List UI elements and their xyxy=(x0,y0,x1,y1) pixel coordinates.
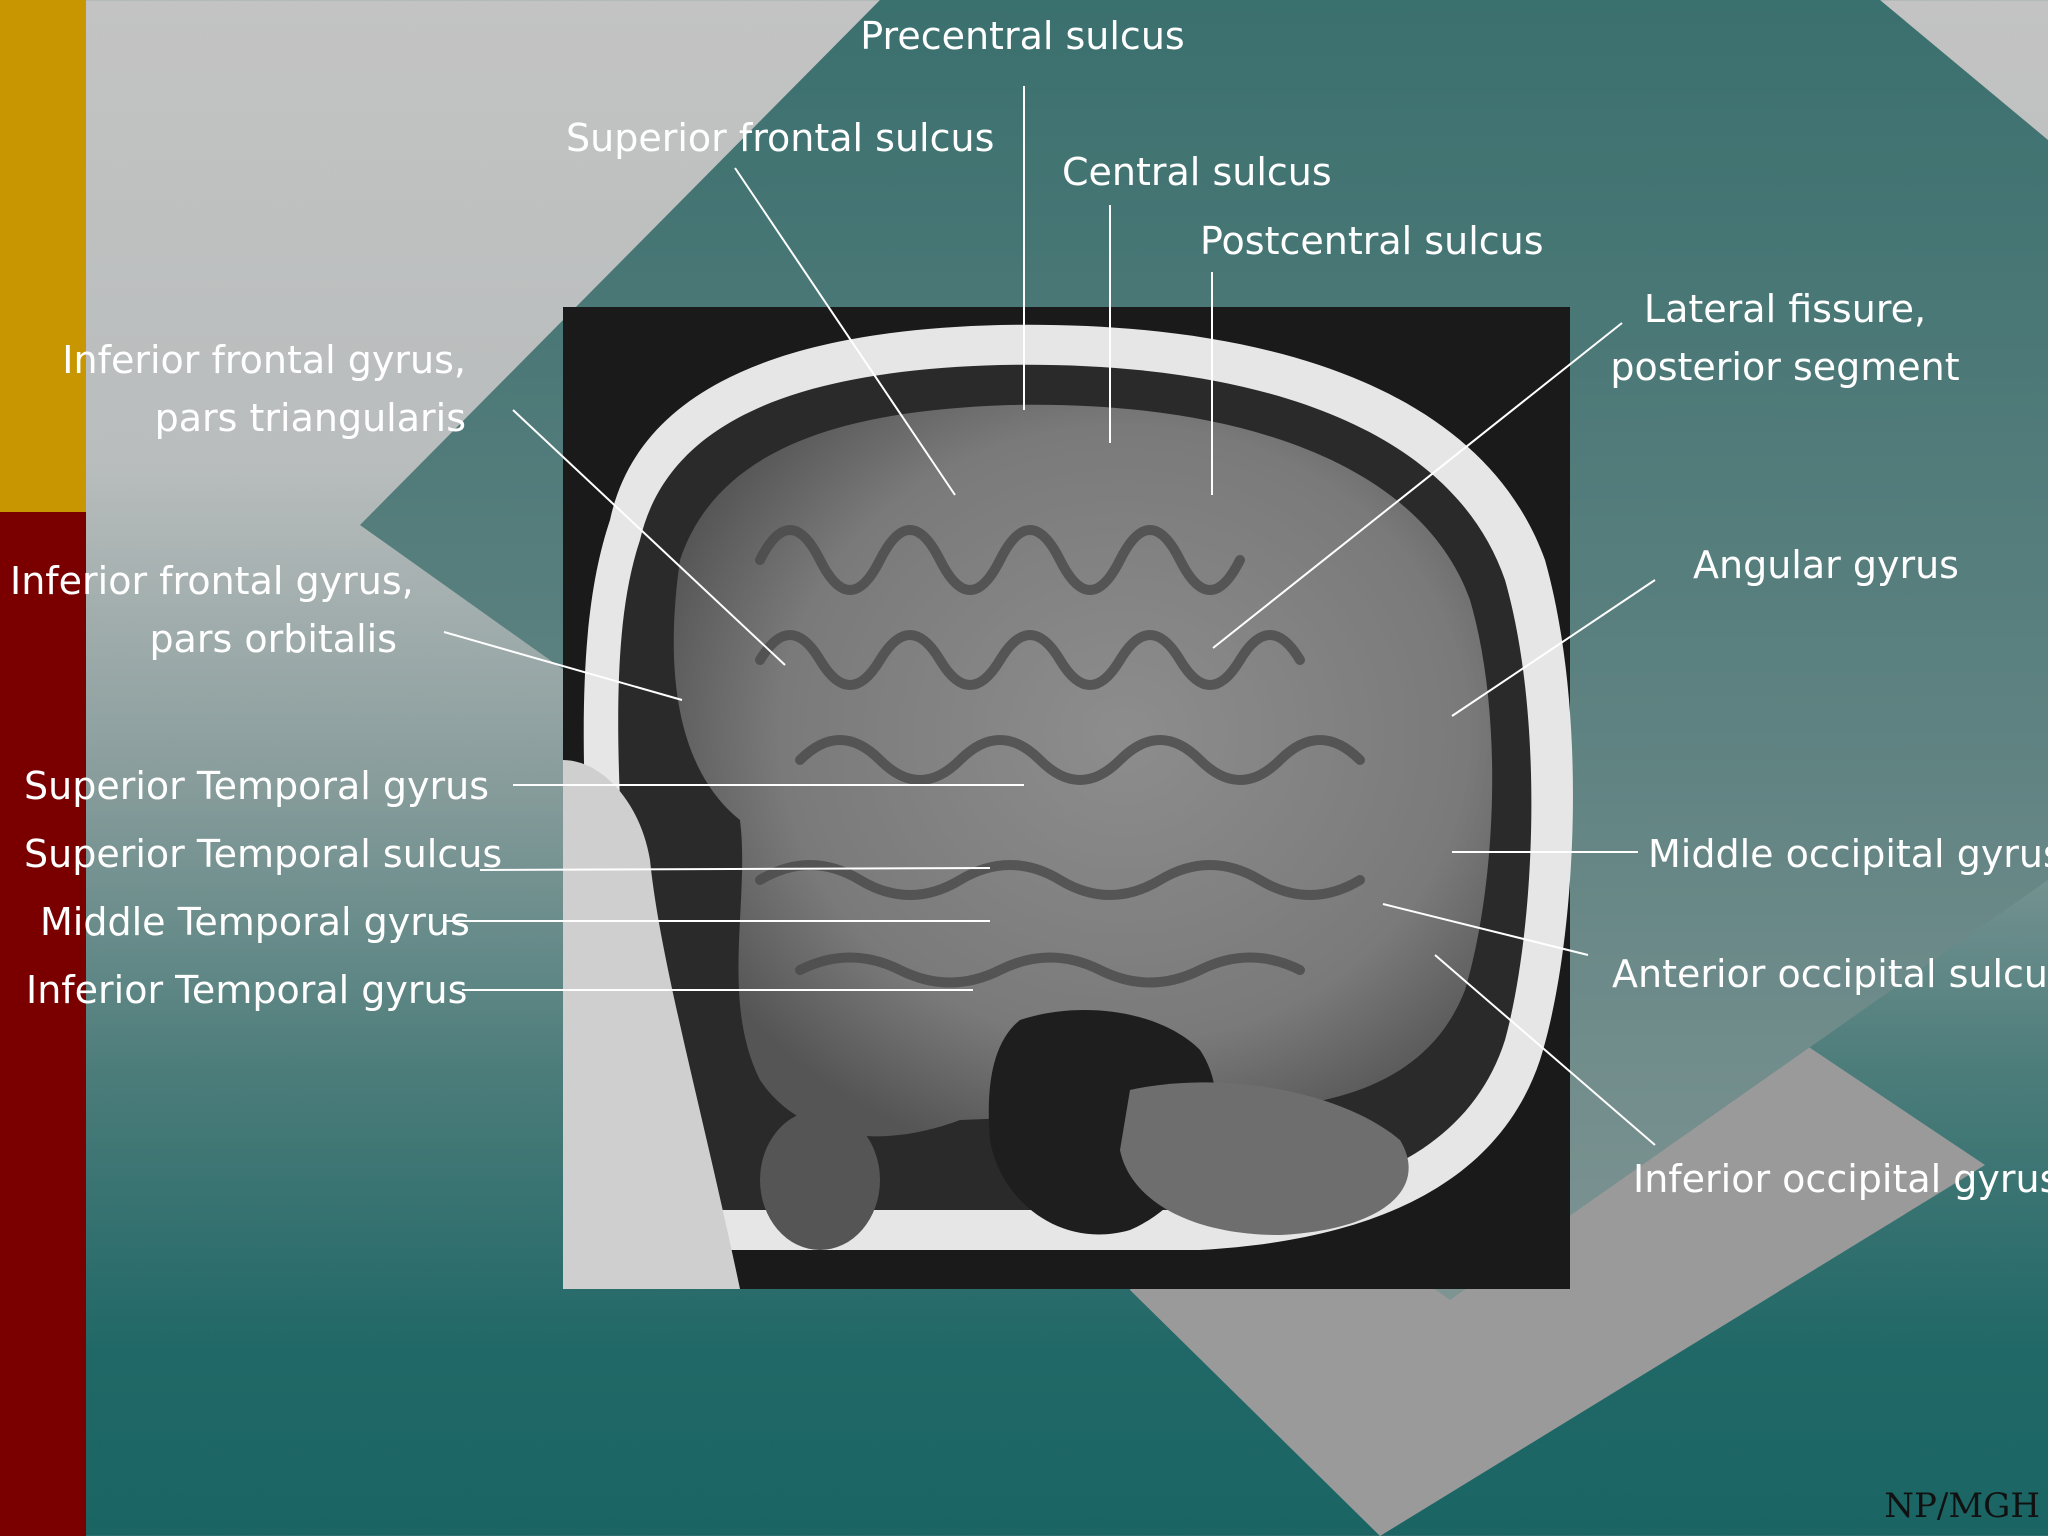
label-middle-occipital-gyrus: Middle occipital gyrus xyxy=(1648,832,2048,876)
label-postcentral-sulcus: Postcentral sulcus xyxy=(1200,219,1544,263)
label-anterior-occipital-sulcus: Anterior occipital sulcus xyxy=(1612,952,2048,996)
label-ifg-orbitalis-line1: Inferior frontal gyrus, xyxy=(10,559,414,603)
leader-angular-gyrus xyxy=(1451,579,1656,717)
label-central-sulcus: Central sulcus xyxy=(1062,150,1332,194)
leader-ifg-triangularis xyxy=(512,409,786,666)
label-ifg-orbitalis: Inferior frontal gyrus, pars orbitalis xyxy=(10,552,414,668)
leader-inferior-occipital-gyrus xyxy=(1434,954,1656,1146)
label-superior-temporal-sulcus: Superior Temporal sulcus xyxy=(24,832,503,876)
label-superior-temporal-gyrus: Superior Temporal gyrus xyxy=(24,764,490,808)
label-inferior-temporal-gyrus: Inferior Temporal gyrus xyxy=(26,968,468,1012)
label-lateral-fissure-line1: Lateral fissure, xyxy=(1643,287,1927,331)
label-angular-gyrus: Angular gyrus xyxy=(1693,543,1959,587)
leader-superior-temporal-sulcus xyxy=(479,867,991,871)
label-precentral-sulcus: Precentral sulcus xyxy=(860,14,1185,58)
leader-superior-frontal-sulcus xyxy=(734,167,956,496)
label-ifg-triangularis: Inferior frontal gyrus, pars triangulari… xyxy=(40,331,466,447)
brain-mri-image xyxy=(563,307,1573,1289)
gold-side-bar xyxy=(0,0,86,512)
label-middle-temporal-gyrus: Middle Temporal gyrus xyxy=(40,900,470,944)
red-side-bar xyxy=(0,512,86,1536)
label-ifg-triangularis-line1: Inferior frontal gyrus, xyxy=(62,338,466,382)
leader-ifg-orbitalis xyxy=(443,631,683,701)
label-inferior-occipital-gyrus: Inferior occipital gyrus xyxy=(1633,1157,2048,1201)
leader-lateral-fissure xyxy=(1212,322,1623,649)
label-superior-frontal-sulcus: Superior frontal sulcus xyxy=(566,116,995,160)
label-lateral-fissure: Lateral fissure, posterior segment xyxy=(1605,280,1965,396)
label-ifg-triangularis-line2: pars triangularis xyxy=(154,396,466,440)
label-ifg-orbitalis-line2: pars orbitalis xyxy=(149,617,397,661)
leader-anterior-occipital-sulcus xyxy=(1382,903,1589,956)
credit-text: NP/MGH xyxy=(1884,1486,2040,1526)
label-lateral-fissure-line2: posterior segment xyxy=(1610,345,1960,389)
